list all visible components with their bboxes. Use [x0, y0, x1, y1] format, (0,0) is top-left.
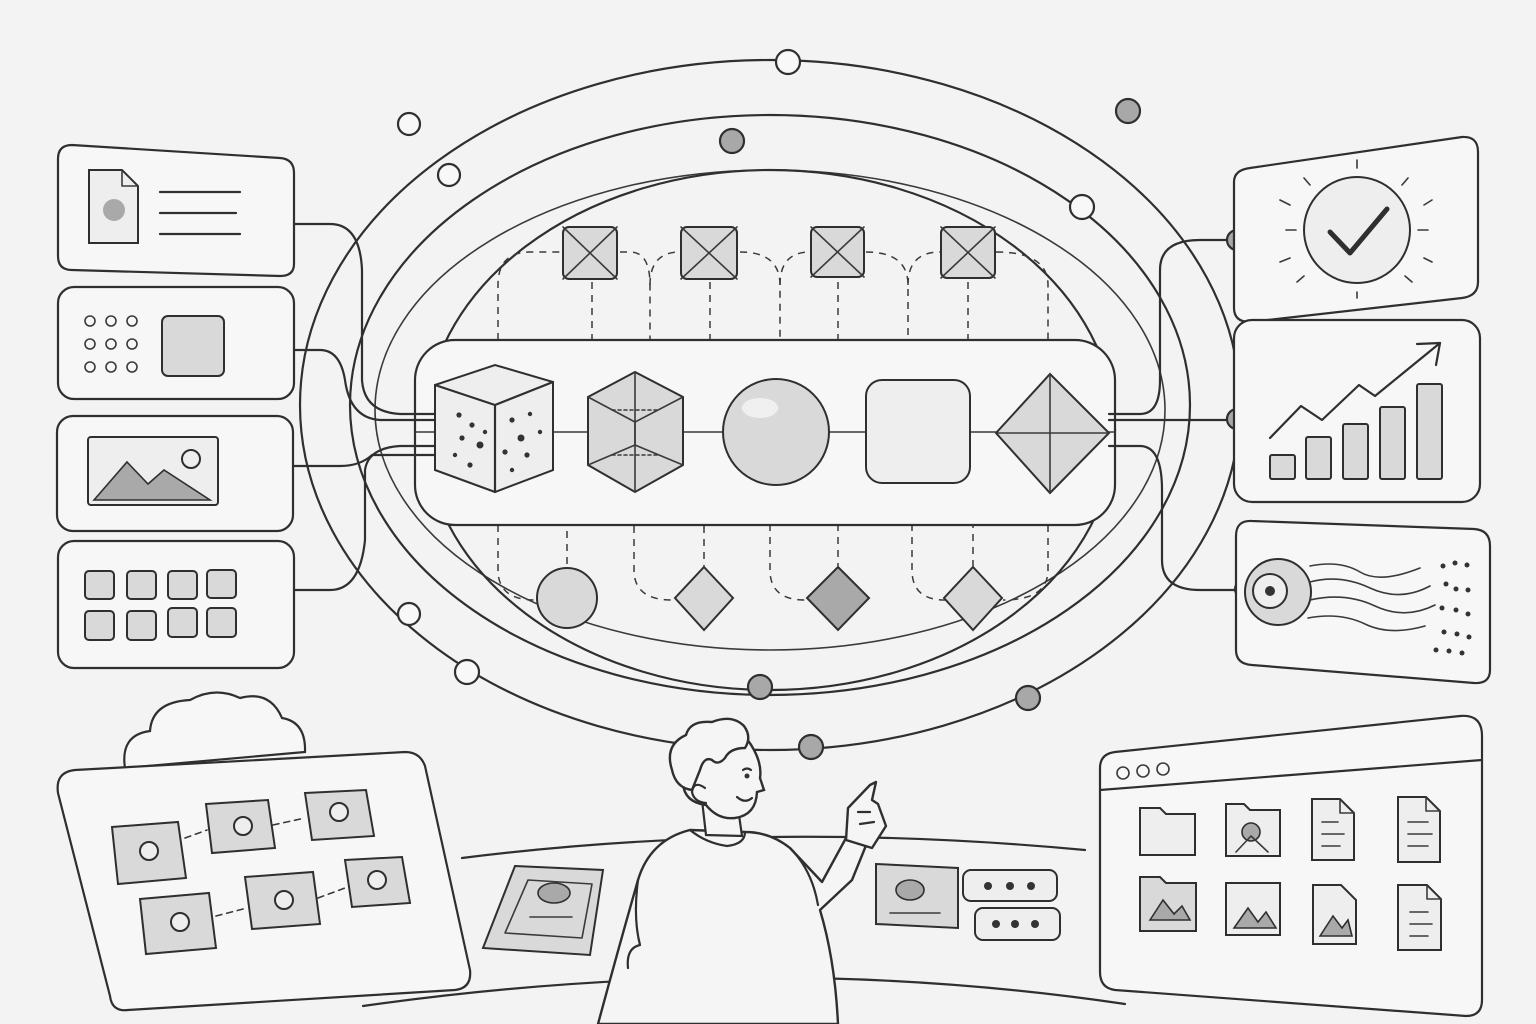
folder-image-icon[interactable] — [1139, 876, 1197, 932]
diamond-icon — [994, 372, 1111, 495]
square-node-icon — [940, 226, 996, 279]
orbit-node-icon — [746, 673, 774, 701]
left-panel-grid[interactable] — [56, 285, 296, 401]
square-node-icon — [680, 226, 738, 280]
window-dot-icon — [1156, 762, 1170, 776]
file-browser-window[interactable] — [1098, 714, 1484, 1018]
right-panel-success[interactable] — [1232, 135, 1480, 324]
top-nodes — [562, 226, 996, 280]
orbit-node-icon — [774, 48, 802, 76]
cloud-icon — [123, 691, 307, 770]
document-icon[interactable] — [1397, 796, 1441, 863]
workflow-nodes — [110, 788, 412, 956]
orbit-node-icon — [797, 733, 825, 761]
file-grid — [1139, 796, 1442, 951]
console-buttons[interactable] — [962, 869, 1061, 941]
growth-bar-chart-icon — [1268, 341, 1443, 480]
square-node-icon — [562, 226, 618, 280]
console-card-right[interactable] — [875, 862, 959, 930]
diamond-node-icon — [805, 565, 871, 632]
window-dot-icon — [1116, 766, 1130, 780]
left-panels — [55, 143, 296, 670]
orbit-node-icon — [1068, 193, 1096, 221]
tile-grid-icon — [84, 569, 237, 641]
control-console — [361, 835, 1127, 1008]
particle-cube-icon — [433, 363, 555, 494]
rounded-square-icon — [865, 379, 971, 484]
orbit-node-icon — [453, 658, 481, 686]
left-panel-document[interactable] — [56, 143, 296, 278]
cloud-workflow-panel[interactable] — [56, 691, 472, 1012]
left-panel-tiles[interactable] — [56, 539, 296, 670]
document-icon[interactable] — [1397, 884, 1442, 951]
circle-node-icon — [536, 567, 598, 629]
grid-thumbnail-icon — [84, 315, 225, 377]
pipeline — [413, 226, 1117, 632]
diamond-node-icon — [673, 565, 735, 632]
sphere-icon — [722, 378, 830, 486]
diamond-node-icon — [942, 565, 1004, 632]
image-file-icon[interactable] — [1225, 882, 1281, 936]
square-node-icon — [810, 226, 865, 278]
signal-wave-icon — [1244, 558, 1472, 656]
console-card-left[interactable] — [481, 864, 605, 957]
orbit-node-icon — [396, 601, 422, 627]
person-pointing-icon — [596, 717, 888, 1024]
right-panel-growth[interactable] — [1232, 318, 1482, 504]
orbit-node-icon — [1114, 97, 1142, 125]
image-icon — [87, 436, 219, 506]
document-icon[interactable] — [1311, 798, 1355, 861]
image-file-icon[interactable] — [1312, 884, 1357, 945]
document-text-icon — [88, 169, 242, 244]
wireframe-cube-icon — [587, 370, 684, 494]
orbit-node-icon — [436, 162, 462, 188]
right-panel-signal[interactable] — [1234, 519, 1492, 685]
bottom-nodes — [536, 565, 1004, 632]
orbit-node-icon — [1014, 684, 1042, 712]
orbit-nodes — [396, 48, 1142, 761]
folder-icon[interactable] — [1139, 807, 1196, 856]
orbit-node-icon — [396, 111, 422, 137]
orbit-node-icon — [718, 127, 746, 155]
checkmark-badge-icon — [1279, 159, 1433, 299]
folder-image-icon[interactable] — [1225, 803, 1281, 857]
window-dot-icon — [1136, 764, 1150, 778]
left-panel-image[interactable] — [55, 414, 295, 533]
right-panels — [1232, 135, 1492, 685]
